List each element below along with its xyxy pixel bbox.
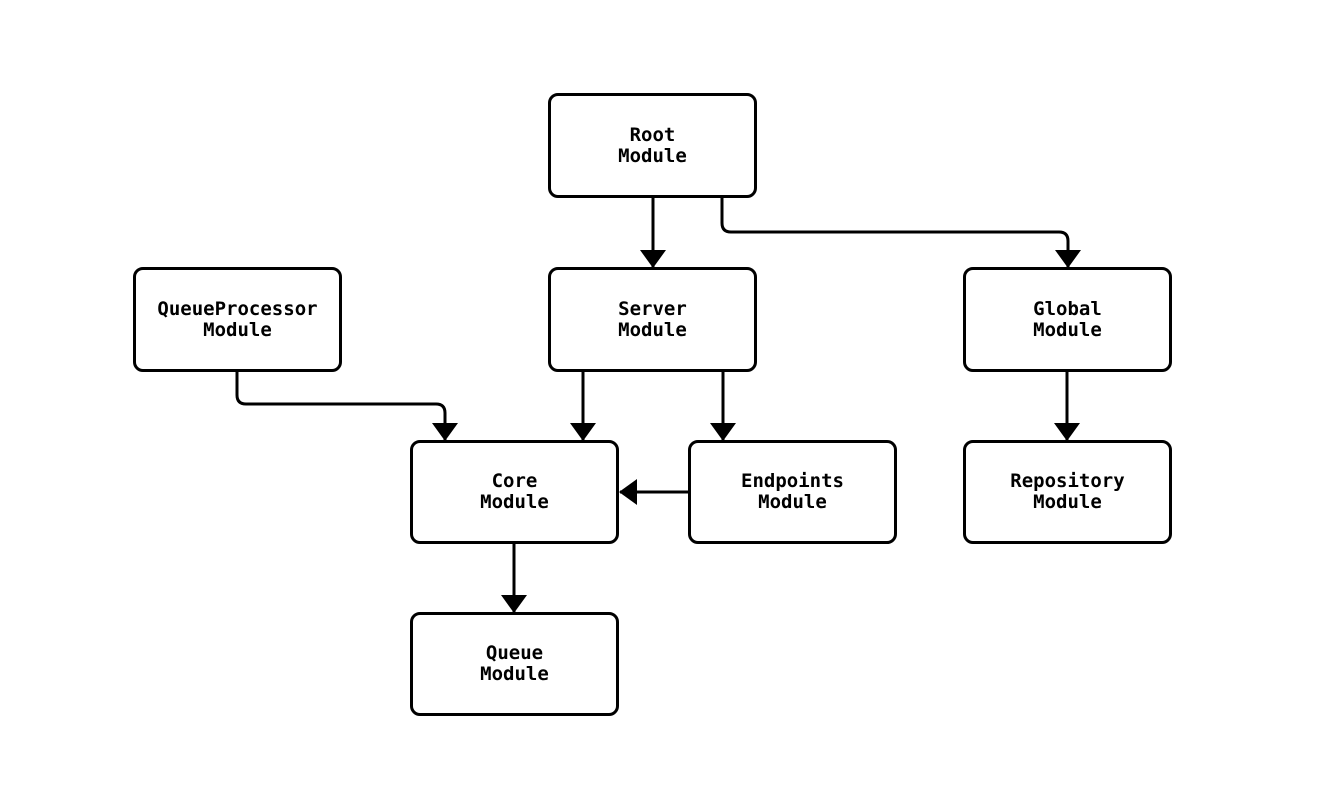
node-label: Repository Module (1010, 470, 1125, 513)
edge-group (235, 198, 1081, 613)
node-core-module: Core Module (410, 440, 619, 544)
edge-root-module-to-global-module (720, 198, 1081, 268)
node-label: Core Module (480, 470, 549, 513)
node-global-module: Global Module (963, 267, 1172, 372)
node-root-module: Root Module (548, 93, 757, 198)
node-label: Root Module (618, 123, 687, 167)
node-repository-module: Repository Module (963, 440, 1172, 544)
node-queueprocessor-module: QueueProcessor Module (133, 267, 342, 372)
node-endpoints-module: Endpoints Module (688, 440, 897, 544)
node-queue-module: Queue Module (410, 612, 619, 716)
node-label: Global Module (1033, 297, 1102, 341)
node-label: Endpoints Module (741, 470, 844, 513)
node-label: Server Module (618, 297, 687, 341)
edge-queueprocessor-module-to-core-module (235, 372, 458, 441)
node-server-module: Server Module (548, 267, 757, 372)
node-label: QueueProcessor Module (157, 297, 318, 341)
node-label: Queue Module (480, 642, 549, 685)
